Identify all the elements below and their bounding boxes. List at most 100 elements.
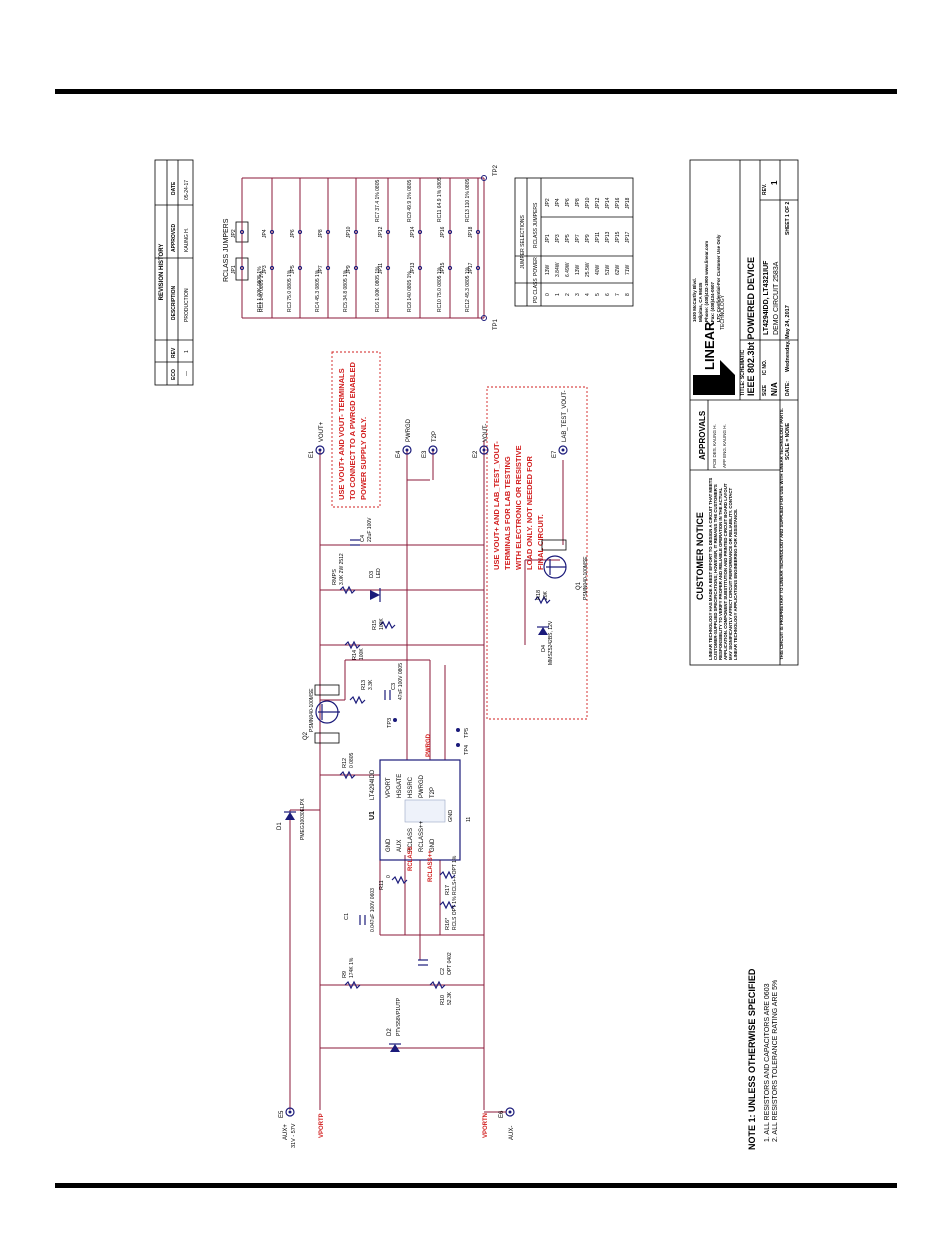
lab-note-line: WITH ELECTRONIC OR RESISTIVE [514, 445, 523, 570]
r16-resistor: R16* RCLS OPT 1% [439, 896, 458, 930]
d2-tvs-diode: D2 PTVS58VP1UTP [387, 997, 402, 1052]
c1-label: C1 [344, 913, 350, 920]
jumper-header: PD CLASS [533, 278, 539, 303]
u1-pin-left: RCLASS [408, 828, 414, 852]
jumper-cell: JP4 [555, 198, 561, 207]
general-notes: NOTE 1: UNLESS OTHERWISE SPECIFIED 1. AL… [747, 968, 779, 1150]
revision-history-table: REVISION HISTORY ECO REV DESCRIPTION APP… [154, 159, 194, 386]
demo-circuit: DEMO CIRCUIT 2583A [773, 261, 780, 335]
rclass-jumper: JP3 [262, 265, 268, 274]
d1-label: D1 [277, 822, 283, 830]
u1-pin-left: GND [386, 838, 392, 852]
note-line: 1. ALL RESISTORS AND CAPACITORS ARE 0603 [764, 983, 771, 1142]
net-rclass: RCLASS [408, 846, 414, 871]
r16-value: RCLS OPT 1% [452, 896, 458, 930]
r11-resistor: R11 0 [379, 875, 408, 890]
u1-pin-left: RCLASS++ [419, 820, 425, 852]
aux-voltage: 31V - 57V [291, 1123, 297, 1148]
rclass-row: RC6 1.00K 0805 1% JP11 JP12 RC7 37.4 1% … [375, 178, 391, 318]
jumper-cell: 0 [545, 293, 551, 296]
r9-label: R9 [342, 971, 348, 978]
u1-pin-right: VPORT [386, 777, 392, 798]
u1-pin-right: PWRGD [419, 774, 425, 798]
r15-value: 100K [379, 618, 385, 630]
r15-resistor: R15 100K [372, 618, 396, 630]
approvals-title: APPROVALS [698, 410, 707, 460]
u1-label: U1 [369, 811, 376, 820]
rclass-row: RC8 140 0805 1% JP13 JP14 RC9 49.9 1% 08… [407, 178, 423, 318]
pwrgd-note: USE VOUT+ AND VOUT- TERMINALS TO CONNECT… [331, 351, 381, 508]
d4-part: MMSZ5242BS, 12V [548, 620, 554, 665]
jumper-header: RCLASS JUMPERS [533, 202, 539, 248]
customer-notice-body: LINEAR TECHNOLOGY HAS MADE A BEST EFFORT… [708, 477, 738, 660]
rev-cell: 05-24-17 [184, 180, 190, 200]
rmps-value: 3.0K 2W 2512 [339, 553, 345, 585]
approvals-cell: KAUNG H. [712, 424, 717, 446]
rclass-jumper: JP9 [346, 265, 352, 274]
drawing-title: IEEE 802.3bt POWERED DEVICE [746, 257, 756, 396]
jumper-cell: JP15 [615, 231, 621, 243]
logo-subtext: TECHNOLOGY [720, 294, 726, 330]
title-block: CUSTOMER NOTICE LINEAR TECHNOLOGY HAS MA… [689, 159, 799, 666]
u1-gnd-pad: GND [448, 810, 454, 822]
rclass-resistor: RC8 140 0805 1% [407, 271, 413, 312]
e2-label: E2 [473, 450, 479, 458]
jumper-cell: 62W [615, 264, 621, 275]
u1-pin-right: HSSRC [408, 776, 414, 798]
jumper-cell: JP12 [595, 197, 601, 209]
t2p-label: T2P [432, 431, 438, 442]
jumper-cell: JP8 [575, 198, 581, 207]
r18-resistor: R18 20K [534, 590, 551, 605]
company-address: Fax: (408)434-0507 [710, 281, 715, 322]
jumper-cell: JP16 [615, 197, 621, 209]
rclass-title: RCLASS JUMPERS [223, 218, 230, 282]
u1-pin-left: GND [430, 838, 436, 852]
title-label: TITLE: SCHEMATIC [740, 349, 746, 396]
c3-value: 47nF 100V 0805 [398, 663, 404, 700]
rev-header-approved: APPROVED [171, 224, 177, 252]
r15-label: R15 [372, 620, 378, 630]
rclass-resistor: RC1 1.00K 0805 1% [257, 266, 263, 312]
jumper-cell: JP11 [595, 232, 601, 243]
bottom-rule [55, 1183, 897, 1188]
customer-notice-body-wrap: LINEAR TECHNOLOGY HAS MADE A BEST EFFORT… [708, 477, 738, 660]
pwrgd-note-line: USE VOUT+ AND VOUT- TERMINALS [337, 368, 346, 500]
c3-label: C3 [391, 683, 397, 690]
terminals: E1 VOUT+ E4 PWRGD E3 T2P E2 VOUT- E7 LAB… [279, 390, 568, 1148]
rclass-jumper: JP4 [262, 229, 268, 238]
rmps-resistor: RMPS 3.0K 2W 2512 [332, 553, 356, 595]
c4-capacitor: C4 22uF 100V [350, 517, 373, 546]
q2-part: PSMN040-100MSE [309, 688, 315, 732]
lab-note-line: TERMINALS FOR LAB TESTING [503, 456, 512, 570]
r13-label: R13 [361, 680, 367, 690]
sheet-number: SHEET 1 OF 2 [785, 201, 791, 235]
rev-cell: KAUNG H. [184, 228, 190, 252]
rclass-resistor: RC12 45.3 0805 1% [465, 266, 471, 312]
c2-capacitor: C2 OPT 0402 [418, 952, 453, 975]
tp1-label: TP1 [493, 318, 499, 330]
linear-logo: LINEAR TECHNOLOGY [693, 294, 735, 395]
c4-label: C4 [360, 535, 366, 542]
u1-gnd-pin: 11 [466, 817, 472, 822]
r10-label: R10 [440, 995, 446, 1005]
tp3-label: TP3 [387, 718, 393, 728]
rclass-resistor: RC9 49.9 1% 0805 [407, 180, 413, 222]
company-confidential: LTC Confidential-For Customer Use Only [716, 234, 721, 322]
r12-value: 0 0805 [349, 752, 355, 768]
q1-part: PSMN040-100MSE [583, 556, 589, 600]
d1-diode: D1 PMEG10030ELPX [277, 798, 306, 840]
r17-label: R17 [445, 885, 451, 895]
rclass-jumper: JP2 [231, 229, 237, 238]
rclass-jumper: JP13 [410, 262, 416, 274]
date-label: DATE: [785, 381, 791, 396]
note-heading: NOTE 1: UNLESS OTHERWISE SPECIFIED [747, 968, 757, 1150]
r14-label: R14 [352, 650, 358, 660]
c1-capacitor: C1 0.047uF 100V 0603 [344, 888, 376, 932]
jumper-cell: 2 [565, 293, 571, 296]
e4-label: E4 [396, 450, 402, 458]
pwrgd-note-line: TO CONNECT TO A PWRGD ENABLED [348, 361, 357, 500]
lab-note-line: LOAD ONLY. NOT NEEDED FOR [525, 456, 534, 570]
e1-label: E1 [309, 450, 315, 458]
aux-plus: AUX+ [283, 1124, 289, 1140]
